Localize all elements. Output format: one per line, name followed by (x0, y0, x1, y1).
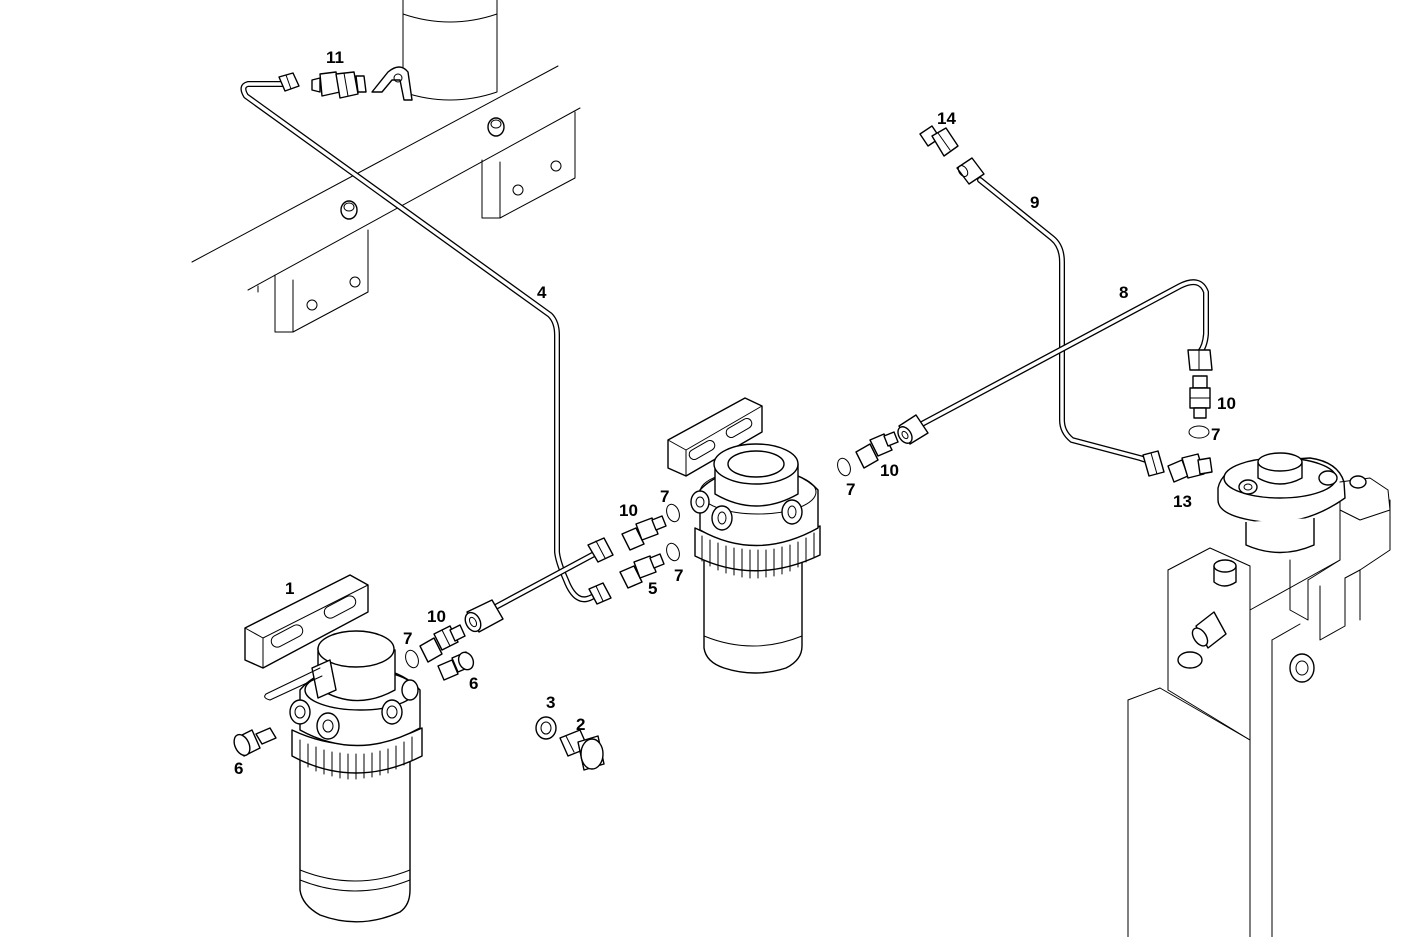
callout-2: 2 (576, 715, 585, 734)
callout-6-a: 6 (469, 674, 478, 693)
fitting-10-b (621, 515, 667, 551)
callout-7-c: 7 (674, 566, 683, 585)
fuel-pipe-lower (464, 537, 614, 633)
banjo-bolt-11 (311, 71, 367, 99)
washer-7-b (666, 503, 680, 523)
washer-3 (535, 716, 557, 740)
injection-pump (1127, 452, 1391, 937)
fitting-14 (919, 125, 959, 157)
callout-13: 13 (1173, 492, 1192, 511)
engine-rail-bracket (191, 0, 581, 333)
callout-10-b: 10 (619, 501, 638, 520)
callout-14: 14 (937, 109, 956, 128)
fitting-13 (1167, 453, 1213, 483)
callout-10-d: 10 (1217, 394, 1236, 413)
callout-10-c: 10 (880, 461, 899, 480)
fitting-5 (619, 553, 665, 589)
callout-8: 8 (1119, 283, 1128, 302)
fitting-10-d (1189, 375, 1211, 419)
fuel-filter-1 (244, 574, 423, 923)
fitting-10-c (855, 431, 899, 469)
callout-7-d: 7 (846, 480, 855, 499)
callout-6-b: 6 (234, 759, 243, 778)
callout-7-a: 7 (403, 629, 412, 648)
washer-7-d (837, 457, 851, 477)
bolt-2 (559, 729, 605, 771)
washer-7-a (405, 649, 419, 669)
fuel-pipe-8 (897, 279, 1213, 445)
callout-7-e: 7 (1211, 425, 1220, 444)
bolt-6-b (233, 727, 277, 757)
callout-11: 11 (326, 48, 344, 67)
callout-5: 5 (648, 579, 657, 598)
fuel-filter-2 (667, 397, 821, 674)
fitting-10-a (419, 624, 466, 663)
callout-9: 9 (1030, 193, 1039, 212)
washer-7-c (666, 542, 680, 562)
washer-7-e (1188, 425, 1210, 439)
fuel-pipe-9 (956, 157, 1165, 477)
bolt-6-a (437, 651, 475, 681)
fuel-pipe-4 (240, 72, 612, 605)
callout-labels: 1 2 3 4 5 6 6 7 7 7 7 7 8 9 10 10 10 10 … (234, 48, 1236, 778)
callout-4: 4 (537, 283, 547, 302)
callout-3: 3 (546, 693, 555, 712)
callout-10-a: 10 (427, 607, 446, 626)
callout-1: 1 (285, 579, 294, 598)
callout-7-b: 7 (660, 487, 669, 506)
